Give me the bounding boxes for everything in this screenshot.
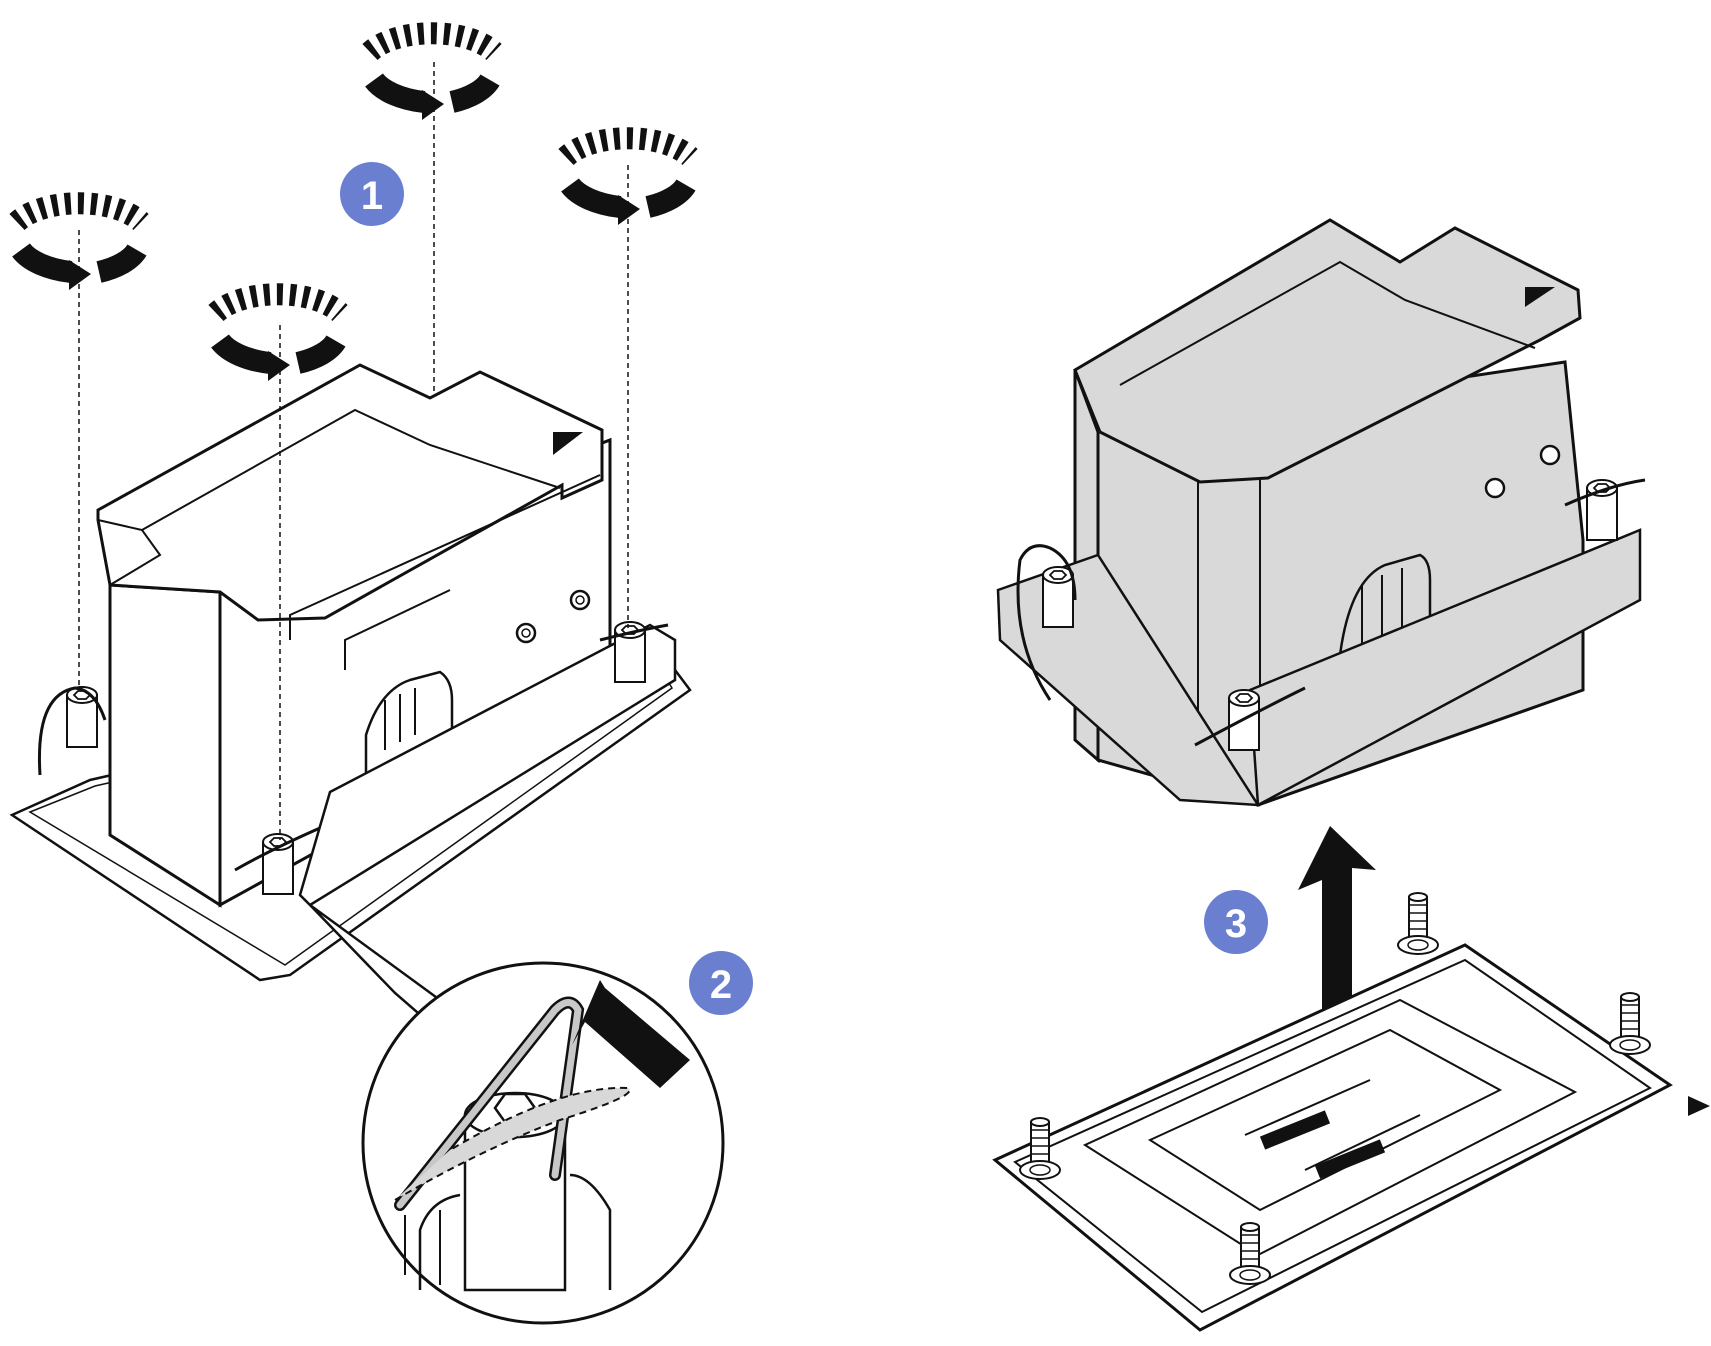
rotate-counterclockwise-icon (566, 138, 690, 225)
svg-text:3: 3 (1225, 902, 1247, 946)
up-arrow-icon (1298, 826, 1376, 1160)
rotate-counterclockwise-icon (370, 33, 494, 120)
socket-post (1609, 992, 1651, 1055)
pin1-triangle-marker-icon (1688, 1096, 1710, 1116)
pin1-triangle-marker-icon (1525, 287, 1555, 307)
rotate-counterclockwise-icon (216, 294, 340, 381)
lift-wire-arrow-icon (572, 980, 690, 1088)
alignment-holes (515, 589, 591, 644)
screw (1042, 566, 1074, 628)
step-3-callout: 3 (1204, 890, 1268, 954)
screw-alignment-lines (78, 62, 629, 840)
svg-text:1: 1 (361, 174, 383, 218)
step-2-callout: 2 (689, 951, 753, 1015)
svg-text:2: 2 (710, 963, 732, 1007)
right-heat-sink-lifted (996, 218, 1646, 808)
pin1-triangle-marker-icon (553, 432, 583, 455)
processor-socket (992, 892, 1710, 1332)
anti-tilt-wire-detail (309, 903, 725, 1325)
heat-sink-top-shaded (1073, 218, 1582, 484)
socket-post (1397, 892, 1439, 955)
rotate-counterclockwise-icon (17, 203, 141, 290)
step-1-callout: 1 (340, 162, 404, 226)
left-heat-sink-assembly (12, 33, 690, 982)
